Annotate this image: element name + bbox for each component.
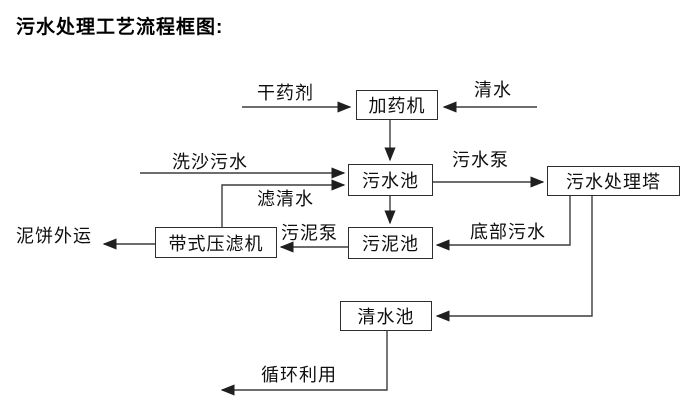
arrow-bottom-sewage-to-sludge-pool — [435, 196, 571, 251]
node-treatment-tower: 污水处理塔 — [547, 166, 680, 196]
label-dry-agent: 干药剂 — [257, 83, 314, 103]
label-recycling: 循环利用 — [261, 365, 337, 385]
label-filtered-water: 滤清水 — [257, 189, 314, 209]
label-mud-cake-out: 泥饼外运 — [16, 226, 92, 246]
node-dosing-machine: 加药机 — [356, 90, 438, 120]
node-clear-water-pool: 清水池 — [340, 301, 432, 331]
arrow-tower-to-clear-water-pool — [435, 196, 593, 322]
arrow-clear-water-pool-to-recycling — [220, 331, 388, 396]
label-sludge-pump: 污泥泵 — [281, 223, 338, 243]
node-sludge-pool: 污泥池 — [348, 227, 433, 259]
node-sewage-pool: 污水池 — [348, 164, 433, 196]
node-belt-filter-press: 带式压滤机 — [155, 227, 277, 258]
label-bottom-sewage: 底部污水 — [470, 222, 546, 242]
label-sand-washing-sewage: 洗沙污水 — [172, 152, 248, 172]
label-sewage-pump: 污水泵 — [452, 150, 509, 170]
arrow-filtered-water-to-sewage-pool — [221, 179, 346, 227]
label-clear-water: 清水 — [474, 80, 512, 100]
diagram-title: 污水处理工艺流程框图: — [16, 17, 224, 38]
